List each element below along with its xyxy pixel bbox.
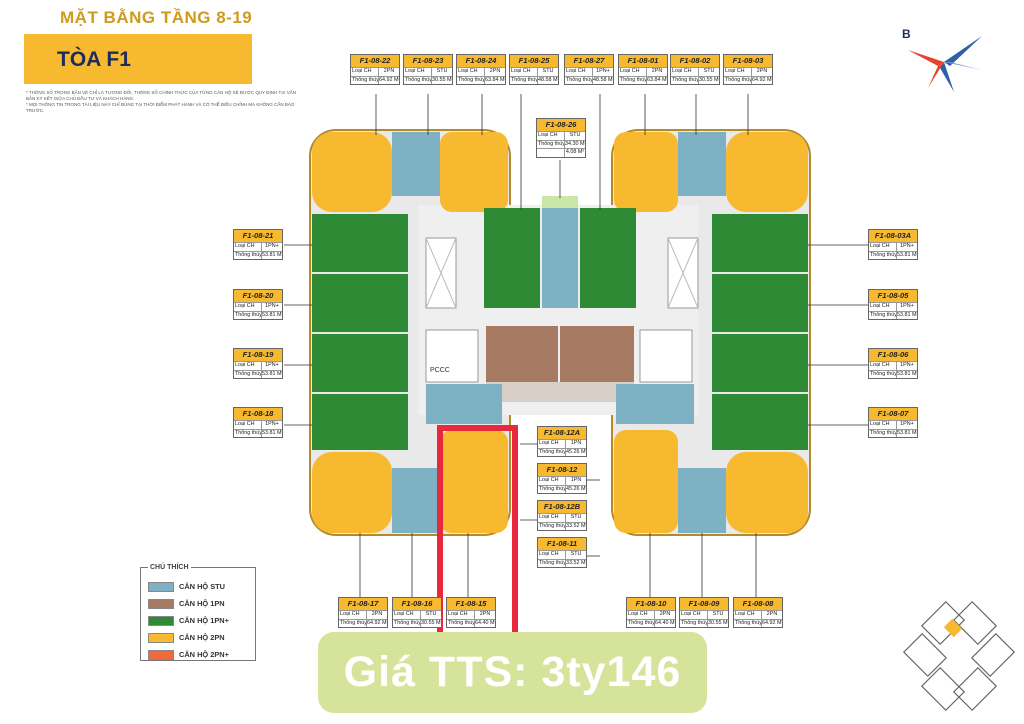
price-banner: Giá TTS: 3ty146 — [318, 632, 707, 713]
legend-item: CĂN HỘ 2PN — [148, 631, 255, 644]
unit-f1-08-02-area — [678, 132, 726, 196]
unit-f1-08-17-area — [312, 452, 392, 533]
page-title: MẶT BẰNG TẦNG 8-19 — [60, 8, 253, 27]
unit-f1-08-24-area — [440, 132, 508, 212]
unit-f1-08-18-area — [312, 394, 408, 450]
legend-swatch — [148, 632, 174, 643]
unit-f1-08-21-area — [312, 214, 408, 272]
center-service — [486, 382, 634, 402]
unit-f1-08-20-area — [312, 274, 408, 332]
legend-item: CĂN HỘ STU — [148, 580, 255, 593]
note-1: * THÔNG SỐ TRONG BẢN VẼ CHỈ LÀ TƯƠNG ĐỐI… — [26, 90, 296, 101]
unit-f1-08-01-area — [614, 132, 678, 212]
unit-f1-08-23-area — [392, 132, 440, 196]
unit-f1-08-22-area — [312, 132, 392, 212]
highlight-marker — [437, 425, 518, 640]
leader-lines — [284, 94, 868, 597]
legend-item: CĂN HỘ 1PN+ — [148, 614, 255, 627]
tower-banner: TÒA F1 — [24, 34, 252, 84]
legend-swatch — [148, 615, 174, 626]
unit-f1-08-03-area — [726, 132, 808, 212]
site-key-map-icon — [902, 600, 1016, 712]
legend: CHÚ THÍCH CĂN HỘ STU CĂN HỘ 1PN CĂN HỘ 1… — [140, 564, 256, 661]
balcony-strip — [542, 196, 578, 208]
legend-item: CĂN HỘ 2PN+ — [148, 648, 255, 661]
unit-f1-08-10-area — [614, 430, 678, 533]
unit-f1-08-26-area — [542, 208, 578, 308]
legend-swatch — [148, 598, 174, 609]
disclaimer-notes: * THÔNG SỐ TRONG BẢN VẼ CHỈ LÀ TƯƠNG ĐỐI… — [26, 90, 306, 114]
unit-f1-08-12-area — [560, 326, 634, 382]
unit-f1-08-08-area — [726, 452, 808, 533]
legend-swatch — [148, 581, 174, 592]
legend-item: CĂN HỘ 1PN — [148, 597, 255, 610]
unit-f1-08-19-area — [312, 334, 408, 392]
unit-f1-08-25-area — [484, 208, 540, 308]
unit-f1-08-27-area — [580, 208, 636, 308]
unit-f1-08-12b-area — [426, 384, 502, 424]
unit-f1-08-12a-area — [486, 326, 558, 382]
unit-f1-08-05-area — [712, 274, 808, 332]
unit-f1-08-15-area — [440, 430, 508, 533]
pccc-label: PCCC — [430, 367, 450, 374]
unit-f1-08-06-area — [712, 334, 808, 392]
unit-f1-08-09-area — [678, 468, 726, 533]
legend-swatch — [148, 649, 174, 660]
unit-f1-08-07-area — [712, 394, 808, 450]
note-2: * MỌI THÔNG TIN TRONG TÀI LIỆU NÀY CHỈ Đ… — [26, 102, 295, 113]
right-stair — [639, 329, 693, 383]
compass-letter: B — [902, 27, 911, 41]
left-stair — [425, 329, 479, 383]
legend-title: CHÚ THÍCH — [148, 564, 191, 571]
unit-f1-08-16-area — [392, 468, 440, 533]
compass-logo-icon: B — [902, 27, 982, 92]
unit-f1-08-11-area — [616, 384, 694, 424]
unit-f1-08-03a-area — [712, 214, 808, 272]
